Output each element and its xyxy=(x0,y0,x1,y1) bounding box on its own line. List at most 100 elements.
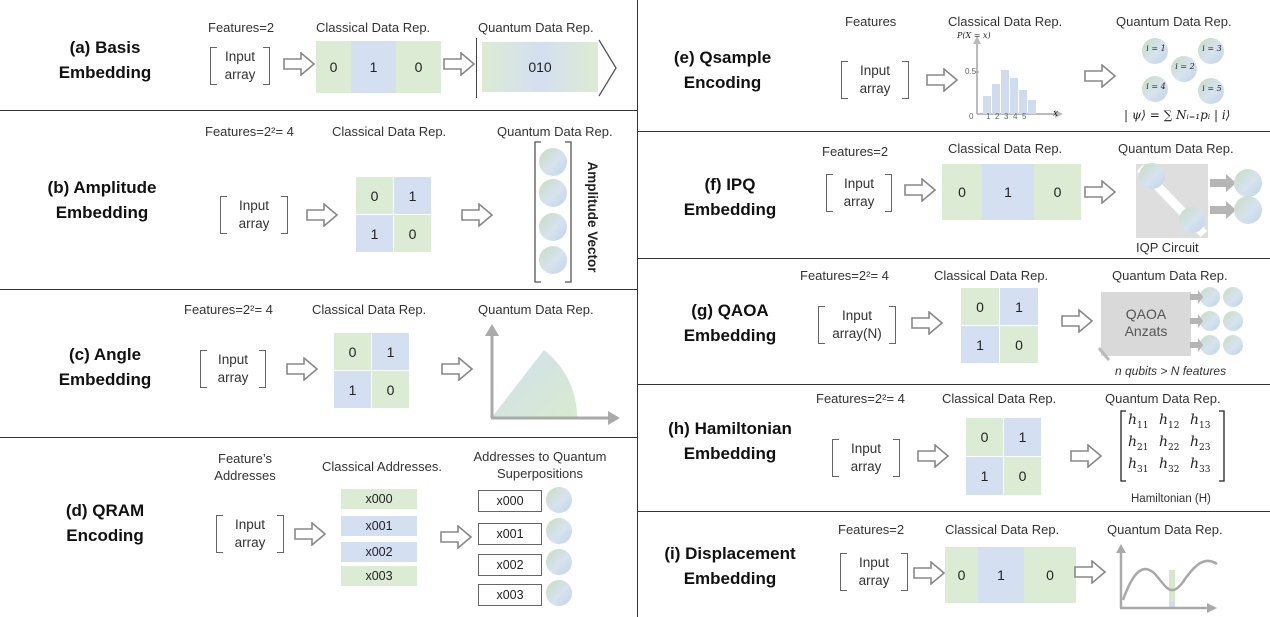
panel-b-cell-3: 0 xyxy=(394,215,431,252)
arrow-icon xyxy=(461,203,494,227)
arrow-icon xyxy=(283,52,316,76)
matrix-h13: h13 xyxy=(1190,412,1211,431)
panel-i-displacement-plot xyxy=(1116,544,1218,613)
arrow-icon xyxy=(1084,64,1117,88)
panel-f-cell-1: 1 xyxy=(982,164,1034,220)
panel-e-qlabel-3: i = 3 xyxy=(1202,44,1222,53)
matrix-h21: h21 xyxy=(1128,433,1149,453)
panel-f-circuit-label: IQP Circuit xyxy=(1136,240,1199,255)
panel-c-cell-2: 1 xyxy=(334,371,371,408)
arrow-icon xyxy=(911,311,944,335)
center-divider xyxy=(637,0,638,617)
panel-h-quantum: Quantum Data Rep. xyxy=(1105,391,1221,406)
panel-e-x-tick-5: 5 xyxy=(1022,112,1027,121)
qubit-icon xyxy=(1142,76,1168,102)
panel-e-title: (e) Qsample Encoding xyxy=(673,48,772,92)
matrix-h31: h31 xyxy=(1128,455,1149,475)
panel-e-x-tick-4: 4 xyxy=(1013,112,1018,121)
panel-i-quantum: Quantum Data Rep. xyxy=(1107,522,1223,537)
divider-a-b xyxy=(0,110,637,111)
panel-e-input: Input array xyxy=(841,61,909,99)
panel-b-quantum: Quantum Data Rep. xyxy=(497,124,613,139)
arrow-icon xyxy=(1084,180,1117,204)
divider-e-f xyxy=(637,131,1270,132)
panel-a-quantum: Quantum Data Rep. xyxy=(478,20,594,35)
panel-b-features: Features=2²= 4 xyxy=(205,124,294,139)
qubit-icon xyxy=(1198,78,1224,104)
panel-f-features: Features=2 xyxy=(822,144,889,159)
panel-d-address-2: x002 xyxy=(341,542,417,562)
matrix-h22: h22 xyxy=(1159,433,1180,453)
panel-a-ket-bar xyxy=(476,38,477,98)
arrow-icon xyxy=(917,444,950,468)
panel-i-cell-1: 1 xyxy=(978,547,1024,603)
panel-i-classical: Classical Data Rep. xyxy=(945,522,1060,537)
qubit-icon xyxy=(1198,38,1224,64)
panel-g-cell-2: 1 xyxy=(961,326,999,363)
panel-g-ansatz: QAOA Anzats xyxy=(1124,306,1168,339)
panel-c-quantum: Quantum Data Rep. xyxy=(478,302,594,317)
panel-f-classical: Classical Data Rep. xyxy=(948,141,1063,156)
panel-g-note-arrow xyxy=(1097,347,1111,361)
matrix-h11: h11 xyxy=(1128,412,1149,431)
arrow-icon xyxy=(926,68,959,92)
panel-d-qaddr-1: x001 xyxy=(478,523,542,545)
qubit-icon xyxy=(546,487,572,513)
panel-a-classical: Classical Data Rep. xyxy=(316,20,431,35)
panel-d-quantum: Addresses to Quantum Superpositions xyxy=(473,449,607,481)
qubit-icon xyxy=(546,549,572,575)
panel-i-input: Input array xyxy=(840,553,908,591)
panel-c-title: (c) Angle Embedding xyxy=(58,345,152,389)
panel-e-x-tick-1: 1 xyxy=(986,112,991,121)
panel-g-cell-1: 1 xyxy=(1000,288,1038,325)
panel-f-quantum: Quantum Data Rep. xyxy=(1118,141,1234,156)
panel-i-features: Features=2 xyxy=(838,522,905,537)
panel-e-x-tick-2: 2 xyxy=(995,112,1000,121)
panel-b-title: (b) Amplitude Embedding xyxy=(47,178,157,222)
panel-h-matrix-brackets xyxy=(1120,410,1225,482)
panel-h-matrix: h11 h12 h13 h21 h22 h23 h31 h32 h33 xyxy=(1128,412,1220,474)
panel-e-x-label: x xyxy=(1053,109,1059,119)
panel-b-cell-1: 1 xyxy=(394,177,431,214)
panel-g-cell-0: 0 xyxy=(961,288,999,325)
arrow-icon xyxy=(904,178,937,202)
panel-h-classical: Classical Data Rep. xyxy=(942,391,1057,406)
arrow-icon xyxy=(913,561,946,585)
panel-d-qaddr-0: x000 xyxy=(478,490,542,512)
panel-c-features: Features=2²= 4 xyxy=(184,302,273,317)
panel-g-note: n qubits > N features xyxy=(1115,364,1227,378)
panel-h-features: Features=2²= 4 xyxy=(816,391,905,406)
arrow-icon xyxy=(440,525,473,549)
arrow-icon xyxy=(1070,444,1103,468)
panel-a-cell-0: 0 xyxy=(316,41,351,93)
panel-a-ket-angle xyxy=(598,39,617,97)
divider-h-i xyxy=(637,511,1270,512)
panel-f-title: (f) IPQ Embedding xyxy=(683,175,777,219)
panel-e-x-tick-3: 3 xyxy=(1004,112,1009,121)
panel-d-qaddr-2: x002 xyxy=(478,554,542,576)
panel-i-title: (i) Displacement Embedding xyxy=(664,544,796,588)
panel-e-px-label: P(X = x) xyxy=(957,31,991,40)
panel-h-title: (h) Hamiltonian Embedding xyxy=(668,419,792,463)
divider-c-d xyxy=(0,437,637,438)
panel-g-qubits xyxy=(1190,287,1243,355)
panel-e-qlabel-2: i = 2 xyxy=(1175,62,1195,71)
panel-f-cell-2: 0 xyxy=(1034,164,1081,220)
panel-g-classical: Classical Data Rep. xyxy=(934,268,1049,283)
arrow-icon xyxy=(441,357,474,381)
panel-d-qaddr-3: x003 xyxy=(478,584,542,606)
qubit-icon xyxy=(546,518,572,544)
panel-e-qlabel-4: i = 4 xyxy=(1146,82,1166,91)
panel-g-quantum: Quantum Data Rep. xyxy=(1112,268,1228,283)
qubit-icon xyxy=(546,580,572,606)
panel-c-input: Input array xyxy=(200,350,266,388)
panel-h-cell-1: 1 xyxy=(1004,418,1041,456)
panel-c-cell-1: 1 xyxy=(372,333,409,370)
panel-c-cell-0: 0 xyxy=(334,333,371,370)
panel-d-classical: Classical Addresses. xyxy=(322,459,442,474)
panel-g-title: (g) QAOA Embedding xyxy=(683,301,777,345)
panel-h-input: Input array xyxy=(832,439,900,477)
arrow-icon xyxy=(443,52,476,76)
panel-f-cell-0: 0 xyxy=(942,164,982,220)
divider-f-g xyxy=(637,258,1270,259)
